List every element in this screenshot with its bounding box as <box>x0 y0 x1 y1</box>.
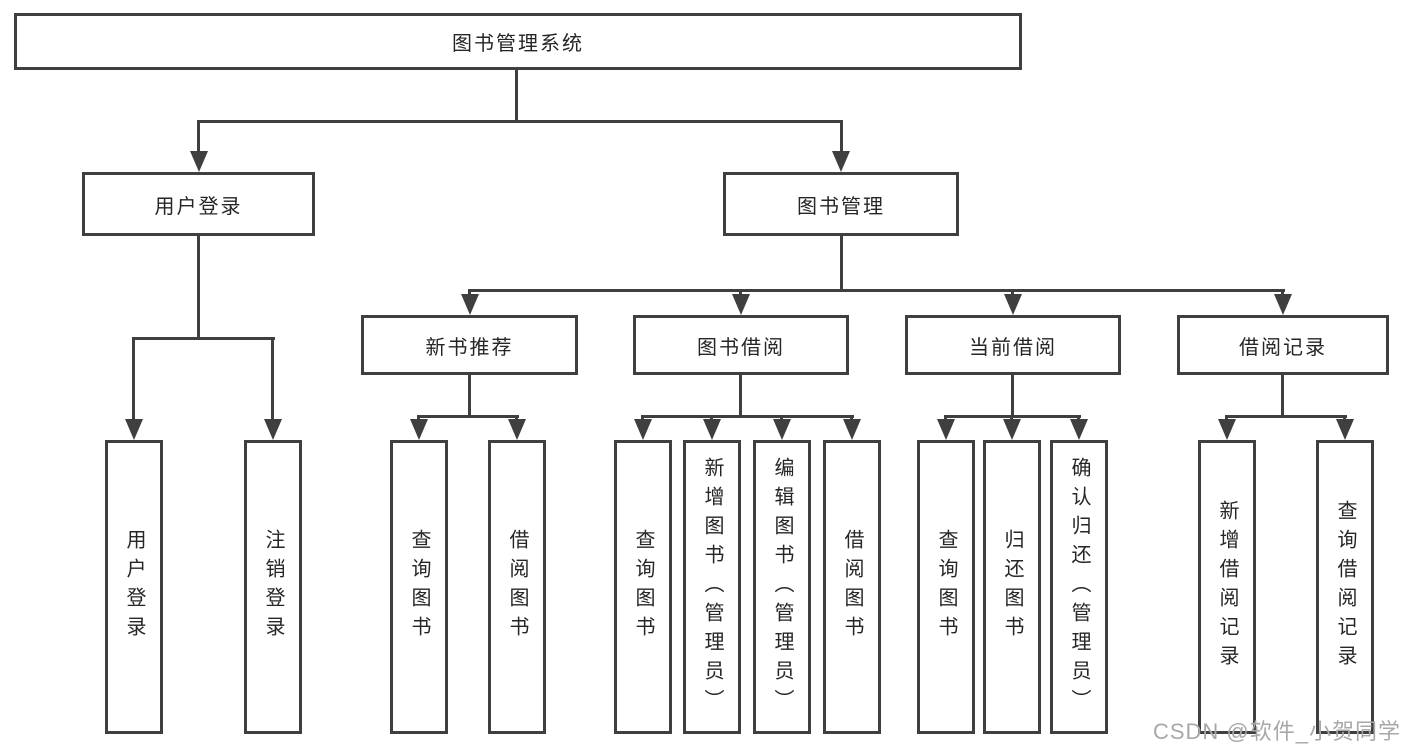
arrowhead-icon <box>1336 419 1354 440</box>
connector-drop-book-borrow <box>739 289 742 297</box>
connector-user-login-stem <box>197 234 200 339</box>
connector-level1-branch <box>197 120 843 123</box>
node-borrow-records-label: 借阅记录 <box>1239 336 1327 359</box>
leaf-add-book-admin-label: 新增图书（管理员） <box>701 456 723 718</box>
node-root-label: 图书管理系统 <box>452 33 584 55</box>
connector-user-login-branch <box>132 337 275 340</box>
arrowhead-icon <box>461 294 479 315</box>
node-current-borrow: 当前借阅 <box>905 315 1121 375</box>
connector-new-book-stem <box>468 373 471 417</box>
leaf-query-books-borrow: 查询图书 <box>614 440 672 734</box>
connector-drop-current-borrow <box>1011 289 1014 297</box>
arrowhead-icon <box>1218 419 1236 440</box>
leaf-query-books-recommend-label: 查询图书 <box>408 529 430 645</box>
connector-book-management-stem <box>840 234 843 291</box>
arrowhead-icon <box>1004 294 1022 315</box>
connector-drop-leaf-user-login <box>132 337 135 421</box>
leaf-query-books-recommend: 查询图书 <box>390 440 448 734</box>
node-root: 图书管理系统 <box>14 13 1022 70</box>
leaf-logout: 注销登录 <box>244 440 302 734</box>
node-new-book-recommend-label: 新书推荐 <box>425 336 514 359</box>
leaf-user-login-label: 用户登录 <box>123 529 145 645</box>
leaf-query-books-borrow-label: 查询图书 <box>632 529 654 645</box>
arrowhead-icon <box>937 419 955 440</box>
arrowhead-icon <box>190 151 208 172</box>
leaf-edit-book-admin: 编辑图书（管理员） <box>753 440 811 734</box>
leaf-return-book-label: 归还图书 <box>1001 529 1023 645</box>
leaf-confirm-return-admin-label: 确认归还（管理员） <box>1068 456 1090 718</box>
arrowhead-icon <box>1070 419 1088 440</box>
arrowhead-icon <box>410 419 428 440</box>
leaf-confirm-return-admin: 确认归还（管理员） <box>1050 440 1108 734</box>
node-book-management-label: 图书管理 <box>797 195 885 218</box>
node-user-login-label: 用户登录 <box>154 195 243 218</box>
connector-drop-user-login <box>197 120 200 154</box>
node-book-management: 图书管理 <box>723 172 959 236</box>
leaf-borrow-books-borrow: 借阅图书 <box>823 440 881 734</box>
node-new-book-recommend: 新书推荐 <box>361 315 578 375</box>
connector-drop-book-management <box>840 120 843 154</box>
arrowhead-icon <box>634 419 652 440</box>
leaf-borrow-books-recommend: 借阅图书 <box>488 440 546 734</box>
node-user-login: 用户登录 <box>82 172 315 236</box>
arrowhead-icon <box>508 419 526 440</box>
leaf-add-borrow-record-label: 新增借阅记录 <box>1216 500 1238 674</box>
arrowhead-icon <box>125 419 143 440</box>
connector-drop-borrow-records <box>1281 289 1284 297</box>
connector-borrow-records-stem <box>1281 373 1284 417</box>
node-book-borrow-label: 图书借阅 <box>697 336 785 359</box>
arrowhead-icon <box>264 419 282 440</box>
connector-drop-leaf-logout <box>271 337 274 421</box>
connector-level3-branch <box>468 289 1285 292</box>
arrowhead-icon <box>732 294 750 315</box>
connector-root-trunk <box>515 68 518 123</box>
arrowhead-icon <box>1274 294 1292 315</box>
leaf-return-book: 归还图书 <box>983 440 1041 734</box>
node-borrow-records: 借阅记录 <box>1177 315 1389 375</box>
leaf-add-book-admin: 新增图书（管理员） <box>683 440 741 734</box>
leaf-query-borrow-record-label: 查询借阅记录 <box>1334 500 1356 674</box>
leaf-borrow-books-borrow-label: 借阅图书 <box>841 529 863 645</box>
leaf-borrow-books-recommend-label: 借阅图书 <box>506 529 528 645</box>
connector-current-borrow-stem <box>1011 373 1014 417</box>
leaf-query-books-current: 查询图书 <box>917 440 975 734</box>
leaf-user-login: 用户登录 <box>105 440 163 734</box>
arrowhead-icon <box>832 151 850 172</box>
leaf-add-borrow-record: 新增借阅记录 <box>1198 440 1256 734</box>
connector-book-borrow-branch <box>641 415 854 418</box>
csdn-watermark: CSDN @软件_小贺同学 <box>1152 719 1401 744</box>
connector-drop-new-book <box>468 289 471 297</box>
connector-new-book-branch <box>417 415 519 418</box>
arrowhead-icon <box>703 419 721 440</box>
arrowhead-icon <box>843 419 861 440</box>
node-current-borrow-label: 当前借阅 <box>969 336 1057 359</box>
leaf-query-borrow-record: 查询借阅记录 <box>1316 440 1374 734</box>
connector-borrow-records-branch <box>1225 415 1347 418</box>
leaf-edit-book-admin-label: 编辑图书（管理员） <box>771 456 793 718</box>
node-book-borrow: 图书借阅 <box>633 315 849 375</box>
leaf-logout-label: 注销登录 <box>262 529 284 645</box>
connector-book-borrow-stem <box>739 373 742 417</box>
arrowhead-icon <box>1003 419 1021 440</box>
arrowhead-icon <box>773 419 791 440</box>
leaf-query-books-current-label: 查询图书 <box>935 529 957 645</box>
